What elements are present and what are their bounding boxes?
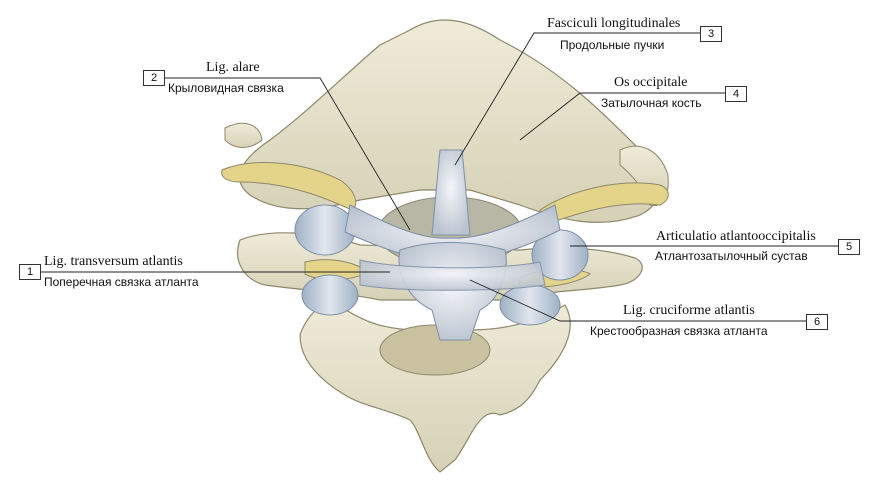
occipital-bone xyxy=(239,19,660,224)
label-russian-5: Атлантозатылочный сустав xyxy=(655,249,808,263)
label-number-6: 6 xyxy=(806,314,828,330)
label-latin-6: Lig. cruciforme atlantis xyxy=(623,303,755,318)
label-latin-5: Articulatio atlantooccipitalis xyxy=(656,229,816,244)
label-number-4: 4 xyxy=(725,86,747,102)
axis-bone xyxy=(299,299,571,473)
cruciform-ligament xyxy=(398,242,507,341)
label-russian-3: Продольные пучки xyxy=(560,38,665,52)
label-number-2: 2 xyxy=(143,70,165,86)
longitudinal-fascicles xyxy=(431,149,471,236)
transverse-ligament xyxy=(359,259,546,291)
label-russian-2: Крыловидная связка xyxy=(168,81,284,95)
label-number-1: 1 xyxy=(19,264,41,280)
leader-lines xyxy=(40,32,842,322)
label-latin-1: Lig. transversum atlantis xyxy=(44,254,183,269)
label-latin-3: Fasciculi longitudinales xyxy=(547,16,681,31)
label-latin-2: Lig. alare xyxy=(206,60,260,75)
label-russian-1: Поперечная связка атланта xyxy=(44,275,199,289)
label-latin-4: Os occipitale xyxy=(614,75,688,90)
label-russian-6: Крестообразная связка атланта xyxy=(590,324,768,338)
label-russian-4: Затылочная кость xyxy=(601,96,702,110)
label-number-5: 5 xyxy=(838,239,860,255)
label-number-3: 3 xyxy=(700,26,722,42)
right-condyle xyxy=(539,182,669,226)
